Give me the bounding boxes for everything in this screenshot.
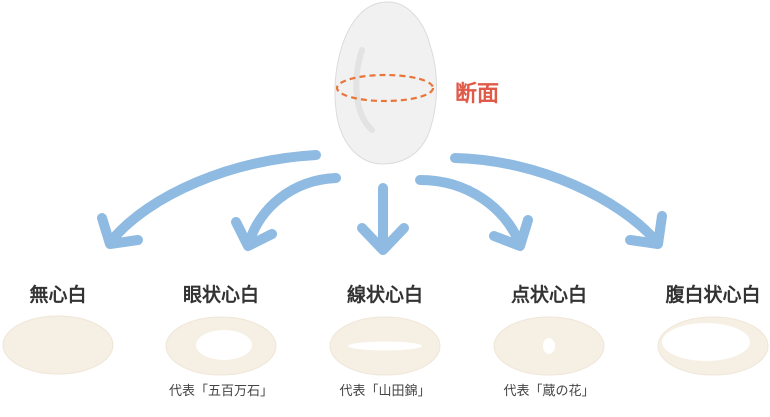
- arrow-to-mushinpaku: [107, 150, 321, 245]
- arrowhead: [625, 211, 667, 249]
- type-title: 腹白状心白: [665, 284, 761, 306]
- type-title: 線状心白: [346, 284, 424, 306]
- type-title: 点状心白: [510, 284, 588, 306]
- type-title: 眼状心白: [182, 284, 260, 306]
- type-example: 代表「蔵の花」: [503, 384, 595, 399]
- arrowhead: [357, 223, 409, 255]
- cross-section-mushinpaku: [2, 315, 114, 375]
- shinpaku-line: [348, 341, 422, 351]
- arrow-to-ganjo: [245, 173, 341, 245]
- arrowhead: [231, 217, 277, 251]
- shinpaku-eye: [196, 330, 252, 360]
- cross-section-label: 断面: [455, 82, 500, 107]
- rice-grain: [334, 1, 437, 165]
- arrow-to-tenjo: [415, 175, 523, 245]
- type-example: 代表「五百万石」: [168, 384, 274, 399]
- shinpaku-belly: [662, 323, 750, 361]
- arrowhead: [97, 213, 143, 249]
- shinpaku-dot: [543, 338, 555, 354]
- arrow-to-harajiro: [450, 153, 660, 245]
- type-example: 代表「山田錦」: [339, 384, 431, 399]
- type-title: 無心白: [29, 284, 87, 306]
- arrowhead: [489, 215, 533, 251]
- cross-section-line: [335, 73, 435, 103]
